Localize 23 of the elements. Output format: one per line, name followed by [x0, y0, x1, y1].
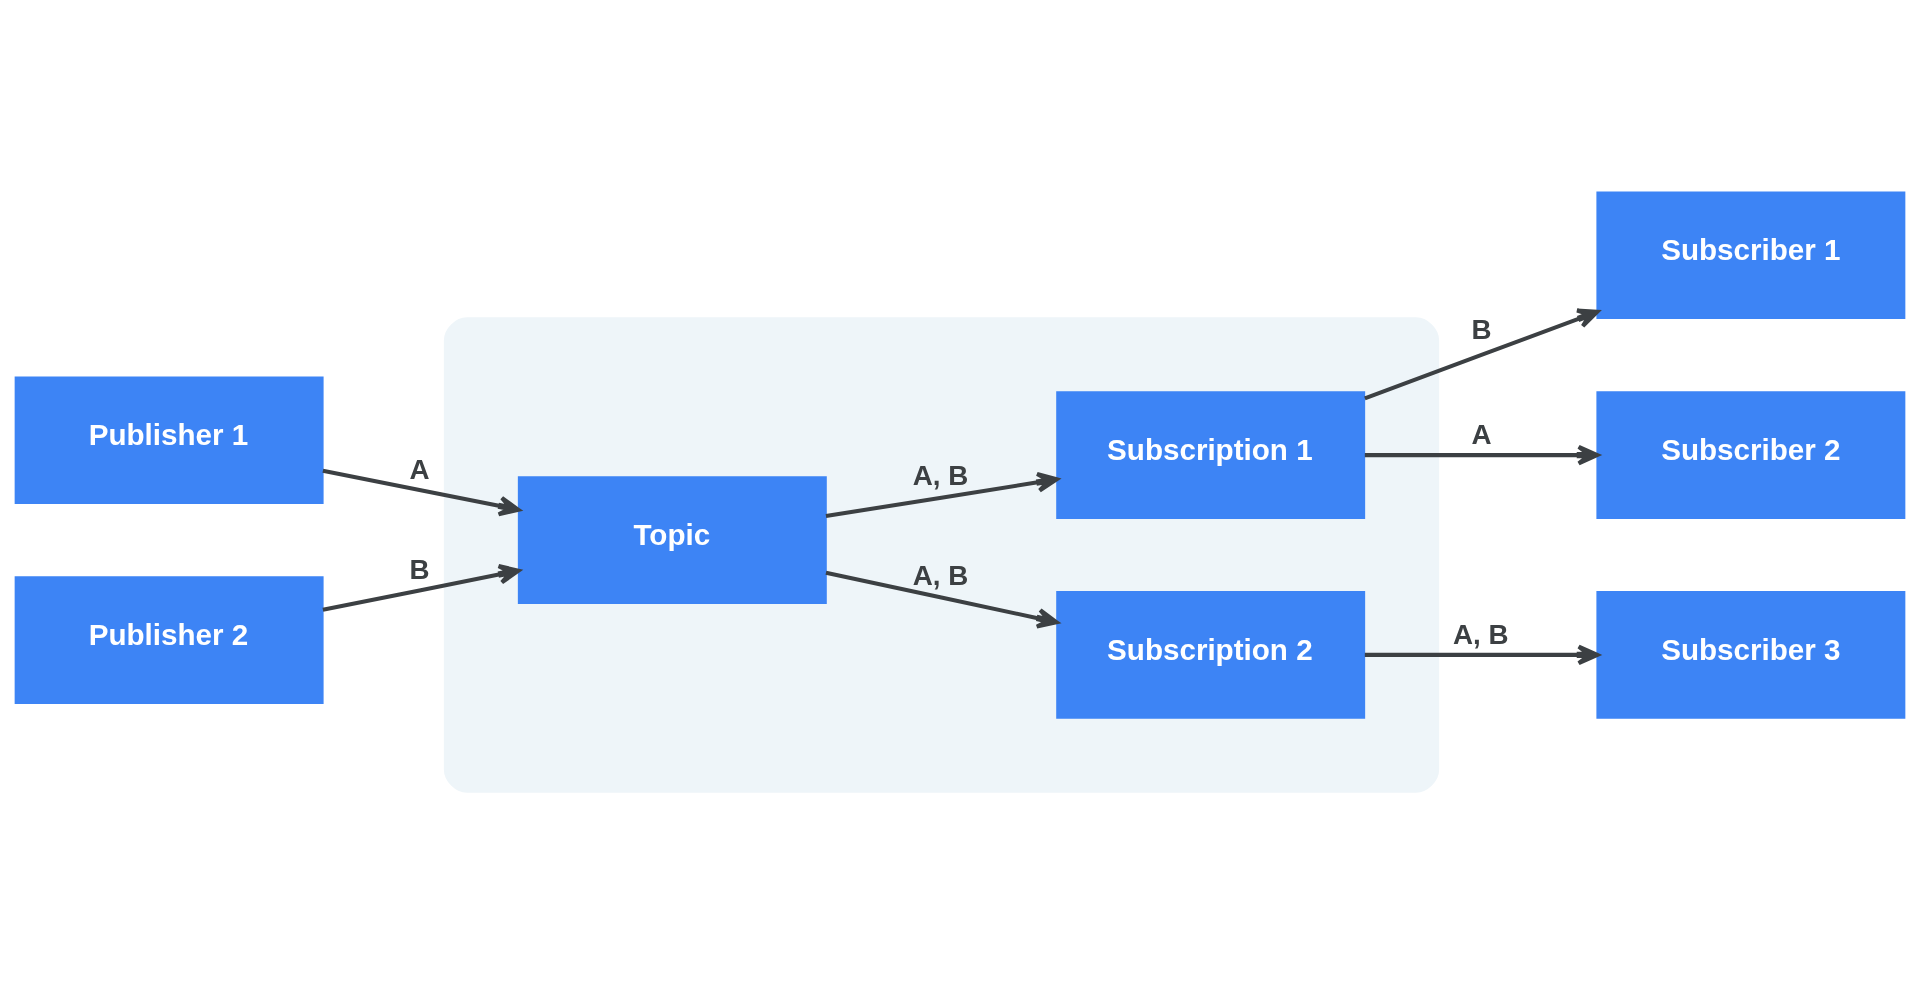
arrow [322, 564, 521, 612]
arrow [1364, 308, 1600, 401]
edge-label: B [409, 554, 430, 586]
arrow [1364, 644, 1600, 666]
cluster [443, 317, 1440, 793]
edge-label: A, B [912, 459, 969, 491]
edge-label: B [1471, 313, 1492, 345]
edge-label: A [409, 454, 430, 486]
node-box: Subscription 1 [1056, 391, 1366, 519]
node-box: Subscriber 3 [1596, 591, 1906, 719]
arrow [322, 468, 521, 517]
node-box: Subscriber 2 [1596, 391, 1906, 519]
edge-label: A, B [912, 559, 969, 591]
arrow [1364, 444, 1600, 466]
node-box: Subscriber 1 [1596, 191, 1906, 320]
edge-label: A [1471, 419, 1492, 450]
arrow [825, 471, 1059, 519]
node-box: Publisher 2 [14, 576, 324, 704]
edge-label: A, B [1453, 618, 1509, 650]
node-box: Subscription 2 [1056, 591, 1366, 719]
node-box: Topic [517, 476, 827, 605]
node-box: Publisher 1 [14, 376, 324, 505]
arrow [825, 570, 1059, 629]
